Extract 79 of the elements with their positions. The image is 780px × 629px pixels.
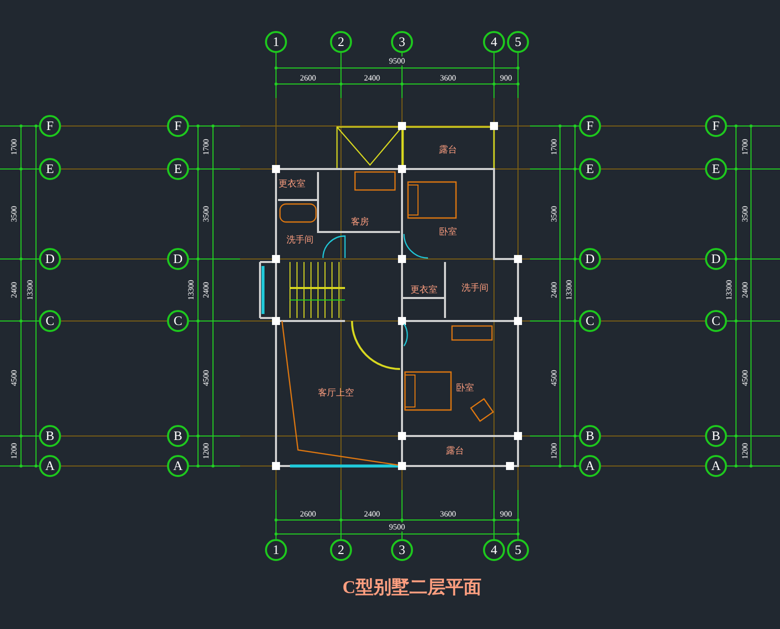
dimension-text: 900: [499, 510, 513, 518]
dimension-text: 4500: [550, 369, 558, 387]
axis-bubble: C: [705, 310, 727, 332]
dimension-text: 2400: [202, 281, 210, 299]
dimension-text: 3600: [439, 74, 457, 82]
axis-bubble: 5: [507, 31, 529, 53]
axis-bubble: F: [39, 115, 61, 137]
axis-bubble: 3: [391, 539, 413, 561]
dimension-text: 2400: [363, 510, 381, 518]
dimension-text: 3500: [550, 205, 558, 223]
dimension-text: 13300: [186, 279, 196, 301]
axis-bubble: F: [705, 115, 727, 137]
dimension-text: 2400: [363, 74, 381, 82]
axis-bubble: E: [705, 158, 727, 180]
axis-bubble: C: [579, 310, 601, 332]
room-label: 更衣室: [410, 284, 438, 296]
dimension-text: 2400: [740, 281, 750, 299]
dimension-text: 3500: [740, 205, 750, 223]
room-label: 更衣室: [278, 178, 306, 190]
room-label: 客房: [351, 216, 369, 228]
dimension-text: 13300: [564, 279, 574, 301]
dimension-text: 1200: [202, 442, 210, 460]
dimension-text: 2600: [299, 510, 317, 518]
axis-bubble: 5: [507, 539, 529, 561]
room-label: 露台: [439, 144, 457, 156]
axis-bubble: F: [167, 115, 189, 137]
dimension-text: 9500: [388, 56, 406, 66]
axis-bubble: D: [167, 248, 189, 270]
dimension-text: 2400: [10, 281, 18, 299]
axis-bubble: 4: [483, 31, 505, 53]
axis-bubble: A: [705, 455, 727, 477]
dimension-text: 1200: [550, 442, 558, 460]
dimension-text: 2400: [550, 281, 558, 299]
dimension-text: 4500: [202, 369, 210, 387]
axis-bubble: A: [39, 455, 61, 477]
axis-bubble: 2: [330, 539, 352, 561]
dimension-text: 4500: [10, 369, 18, 387]
axis-bubble: 3: [391, 31, 413, 53]
dimension-text: 2600: [299, 74, 317, 82]
axis-bubble: D: [39, 248, 61, 270]
dimension-text: 3500: [10, 205, 18, 223]
axis-bubble: 1: [265, 31, 287, 53]
dimension-text: 1700: [550, 138, 558, 156]
dimension-text: 1700: [202, 138, 210, 156]
room-label: 洗手间: [286, 234, 314, 246]
room-label: 露台: [446, 446, 464, 456]
room-label: 客厅上空: [318, 388, 354, 398]
dimension-text: 1200: [10, 442, 18, 460]
axis-bubble: B: [705, 425, 727, 447]
dimension-text: 4500: [740, 369, 750, 387]
axis-bubble: B: [39, 425, 61, 447]
axis-bubble: B: [167, 425, 189, 447]
axis-bubble: F: [579, 115, 601, 137]
axis-bubble: A: [579, 455, 601, 477]
axis-bubble: C: [167, 310, 189, 332]
axis-bubble: E: [39, 158, 61, 180]
room-label: 洗手间: [462, 282, 488, 294]
dimension-text: 1700: [740, 138, 750, 156]
axis-bubble: 1: [265, 539, 287, 561]
axis-bubble: D: [579, 248, 601, 270]
dimension-text: 9500: [388, 522, 406, 532]
dimension-text: 900: [499, 74, 513, 82]
room-label: 卧室: [439, 226, 457, 238]
axis-bubble: 4: [483, 539, 505, 561]
axis-bubble: A: [167, 455, 189, 477]
axis-bubble: E: [167, 158, 189, 180]
dimension-text: 13300: [26, 279, 34, 301]
axis-bubble: D: [705, 248, 727, 270]
dimension-text: 3600: [439, 510, 457, 518]
axis-bubble: E: [579, 158, 601, 180]
room-label: 卧室: [456, 382, 474, 394]
dimension-text: 3500: [202, 205, 210, 223]
dimension-text: 13300: [724, 279, 734, 301]
dimension-text: 1200: [740, 442, 750, 460]
drawing-title: C型别墅二层平面: [342, 576, 482, 599]
dimension-text: 1700: [10, 138, 18, 156]
axis-bubble: C: [39, 310, 61, 332]
axis-bubble: 2: [330, 31, 352, 53]
axis-bubble: B: [579, 425, 601, 447]
